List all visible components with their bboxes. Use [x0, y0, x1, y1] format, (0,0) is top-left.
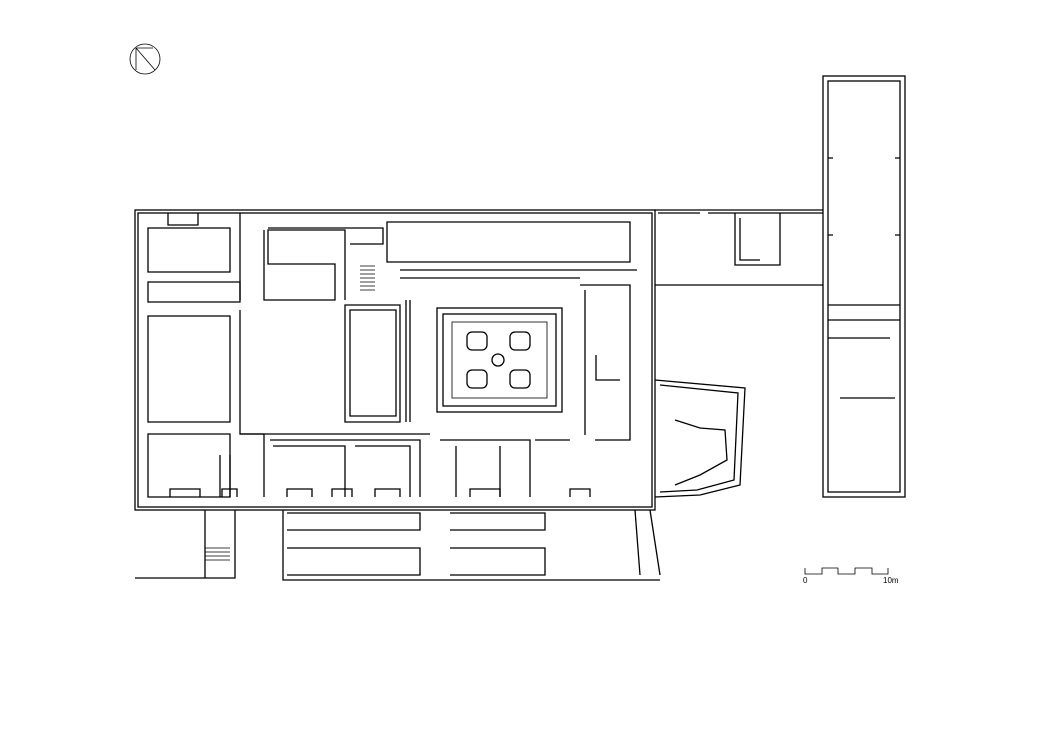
- scale-start-label: 0: [803, 576, 808, 585]
- south-wing: [135, 265, 660, 581]
- north-arrow-icon: [129, 43, 161, 75]
- scale-bar: [804, 567, 889, 575]
- east-wing: [822, 75, 906, 498]
- chapel: [634, 379, 746, 576]
- main-building: [134, 209, 656, 511]
- scale-end-label: 10m: [883, 576, 899, 585]
- cloister-court: [436, 307, 563, 413]
- corridor: [655, 209, 823, 286]
